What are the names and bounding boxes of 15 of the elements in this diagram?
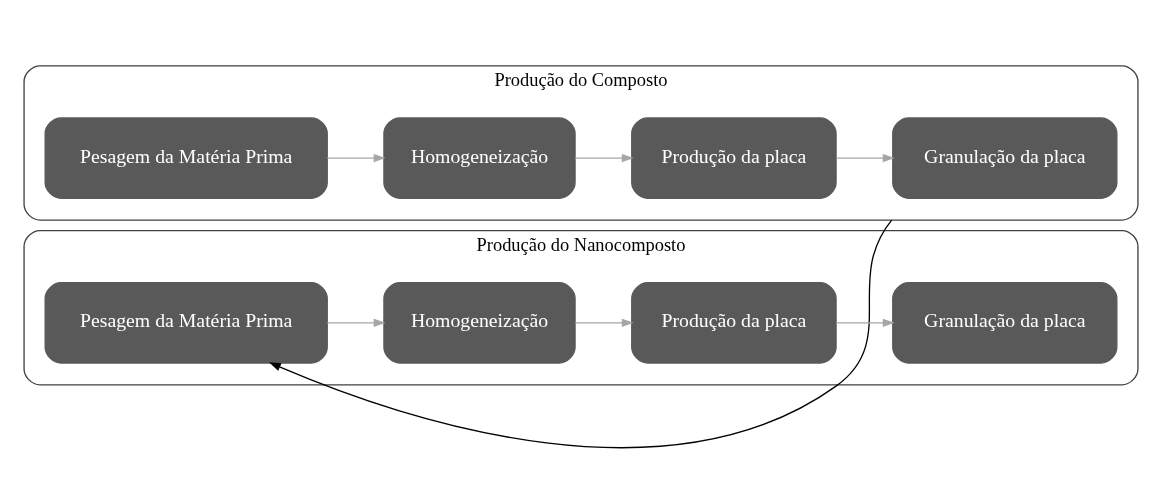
node-box: Homogeneização [383, 282, 576, 364]
node-box: Pesagem da Matéria Prima [44, 117, 328, 199]
arrow [268, 219, 893, 448]
node-box: Granulação da placa [892, 282, 1118, 364]
arrow [326, 153, 386, 163]
node-box: Produção da placa [631, 117, 837, 199]
node-box: Pesagem da Matéria Prima [44, 282, 328, 364]
arrow [574, 153, 634, 163]
node-box: Homogeneização [383, 117, 576, 199]
arrow [326, 318, 386, 328]
node-box: Produção da placa [631, 282, 837, 364]
arrow [835, 318, 895, 328]
arrow [835, 153, 895, 163]
node-box: Granulação da placa [892, 117, 1118, 199]
arrow [574, 318, 634, 328]
